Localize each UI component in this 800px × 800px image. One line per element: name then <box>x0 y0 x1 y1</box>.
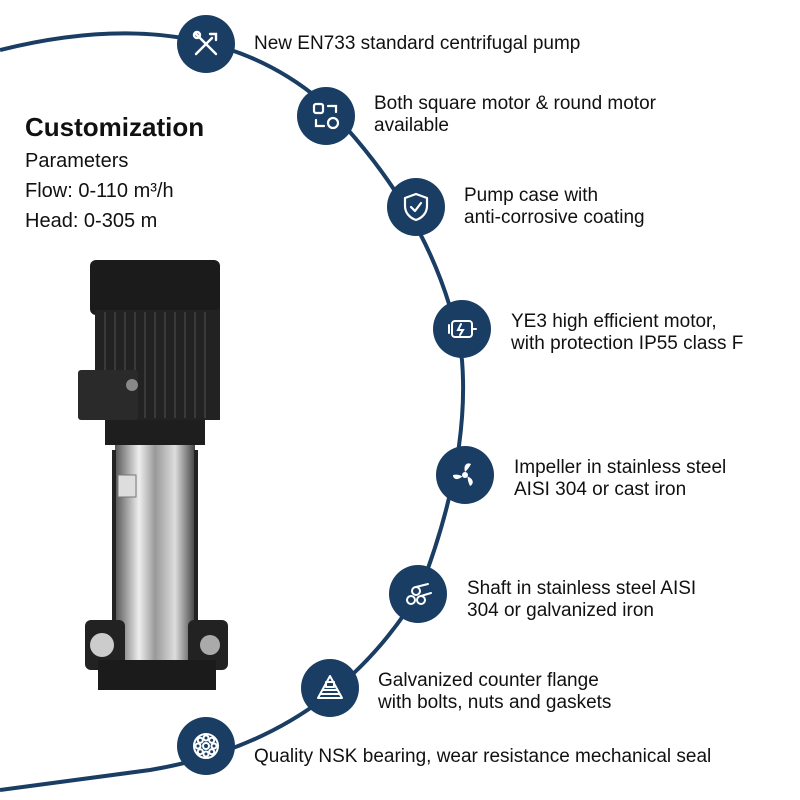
page-title: Customization <box>25 112 205 142</box>
pump-image <box>78 260 228 690</box>
head-spec: Head: 0-305 m <box>25 210 158 232</box>
shaft-bars-icon <box>389 565 447 623</box>
bearing-icon <box>177 717 235 775</box>
feature-text-ye3-motor: YE3 high efficient motor,with protection… <box>511 311 744 354</box>
feature-text-en733: New EN733 standard centrifugal pump <box>254 33 581 54</box>
tools-icon <box>177 15 235 73</box>
flange-icon <box>301 659 359 717</box>
shield-check-icon <box>387 178 445 236</box>
motor-icon <box>433 300 491 358</box>
swap-shapes-icon <box>297 87 355 145</box>
flow-spec: Flow: 0-110 m³/h <box>25 180 174 202</box>
impeller-icon <box>436 446 494 504</box>
feature-text-bearing: Quality NSK bearing, wear resistance mec… <box>254 746 712 767</box>
parameters-label: Parameters <box>25 150 129 172</box>
